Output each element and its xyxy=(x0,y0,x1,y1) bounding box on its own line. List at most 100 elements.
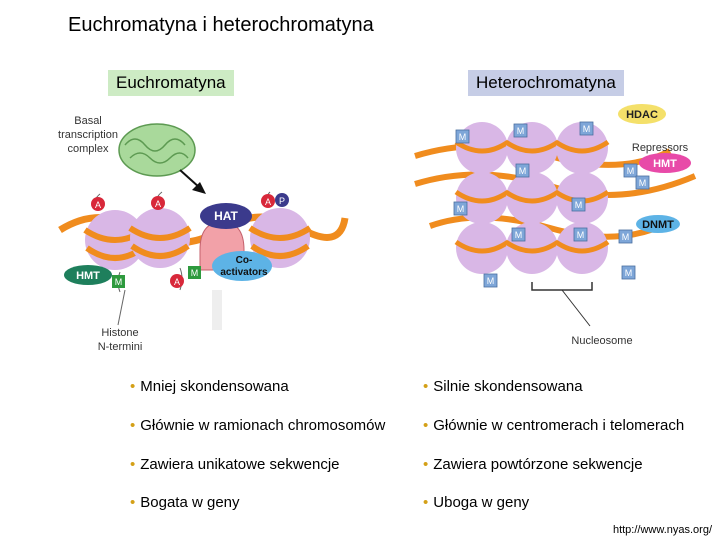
hat-label-bubble xyxy=(200,203,252,229)
svg-text:complex: complex xyxy=(68,143,109,155)
histone-label-1: Histone xyxy=(101,327,138,339)
svg-text:M: M xyxy=(627,166,635,176)
bullet-left-2: •Głównie w ramionach chromosomów xyxy=(130,417,385,434)
bullet-text: Zawiera powtórzone sekwencje xyxy=(433,456,643,473)
svg-text:A: A xyxy=(95,200,101,210)
bullet-text: Głównie w centromerach i telomerach xyxy=(433,417,685,434)
nucleosome xyxy=(554,122,610,174)
bullet-text: Mniej skondensowana xyxy=(140,378,289,395)
svg-text:M: M xyxy=(191,268,199,278)
bullet-right-2: •Głównie w centromerach i telomerach xyxy=(423,417,684,434)
nucleosome xyxy=(454,172,510,224)
source-url: http://www.nyas.org/ xyxy=(612,524,712,536)
bullet-text: Uboga w geny xyxy=(433,494,530,511)
svg-text:M: M xyxy=(115,277,123,287)
hmt-label: HMT xyxy=(653,158,677,170)
bullet-left-3: •Zawiera unikatowe sekwencje xyxy=(130,456,340,473)
svg-text:M: M xyxy=(577,230,585,240)
svg-text:M: M xyxy=(519,166,527,176)
acetyl-mark: A xyxy=(151,196,165,210)
svg-text:M: M xyxy=(583,124,591,134)
coactivators-label-1: Co- xyxy=(236,255,253,266)
methyl-mark: M xyxy=(188,266,201,279)
bullet-dot-icon: • xyxy=(423,456,429,473)
methyl-mark: M xyxy=(453,201,468,216)
svg-text:P: P xyxy=(279,196,285,206)
bullet-dot-icon: • xyxy=(130,417,136,434)
bullet-dot-icon: • xyxy=(423,494,429,511)
bullet-dot-icon: • xyxy=(130,378,136,395)
svg-text:A: A xyxy=(265,197,271,207)
hmt-label: HMT xyxy=(76,270,100,282)
nucleosome xyxy=(248,208,312,268)
bullet-dot-icon: • xyxy=(423,378,429,395)
svg-text:M: M xyxy=(622,232,630,242)
svg-text:M: M xyxy=(459,132,467,142)
methyl-mark: M xyxy=(621,265,636,280)
nucleosome xyxy=(504,172,560,224)
hat-label: HAT xyxy=(214,209,238,223)
page-title: Euchromatyna i heterochromatyna xyxy=(68,14,374,36)
bullet-right-4: •Uboga w geny xyxy=(423,494,529,511)
hdac-label: HDAC xyxy=(626,109,658,121)
methyl-mark: M xyxy=(635,175,650,190)
phospho-mark: P xyxy=(275,193,289,207)
bullet-text: Głównie w ramionach chromosomów xyxy=(140,417,386,434)
heterochromatin-label: Heterochromatyna xyxy=(468,70,624,96)
svg-text:M: M xyxy=(575,200,583,210)
svg-text:M: M xyxy=(515,230,523,240)
svg-text:M: M xyxy=(639,178,647,188)
methyl-mark: M xyxy=(511,227,526,242)
svg-text:M: M xyxy=(487,276,495,286)
hmt-enzyme xyxy=(639,153,691,173)
nucleosome xyxy=(454,222,510,274)
methyl-mark: M xyxy=(618,229,633,244)
svg-text:A: A xyxy=(174,277,180,287)
bullet-text: Zawiera unikatowe sekwencje xyxy=(140,456,340,473)
nucleosome-bracket xyxy=(531,282,593,291)
svg-text:M: M xyxy=(517,126,525,136)
methyl-mark: M xyxy=(483,273,498,288)
euchromatin-label: Euchromatyna xyxy=(108,70,234,96)
svg-text:M: M xyxy=(625,268,633,278)
histone-label-2: N-termini xyxy=(98,341,143,353)
methyl-mark: M xyxy=(455,129,470,144)
acetyl-mark: A xyxy=(170,274,184,288)
bullet-left-1: •Mniej skondensowana xyxy=(130,378,289,395)
nucleosome xyxy=(554,222,610,274)
acetyl-mark: A xyxy=(91,197,105,211)
euchromatin-diagram: Basal transcription complex HAT Co- acti… xyxy=(58,115,349,353)
bullet-dot-icon: • xyxy=(130,494,136,511)
repressors-label: Repressors xyxy=(632,142,689,154)
arrow-icon xyxy=(179,169,201,189)
methyl-mark: M xyxy=(515,163,530,178)
bullet-right-3: •Zawiera powtórzone sekwencje xyxy=(423,456,643,473)
svg-text:M: M xyxy=(457,204,465,214)
svg-text:transcription: transcription xyxy=(58,129,118,141)
dnmt-label: DNMT xyxy=(642,219,674,231)
methyl-mark: M xyxy=(112,275,125,288)
bullet-dot-icon: • xyxy=(423,417,429,434)
nucleosome xyxy=(128,208,192,268)
hmt-enzyme xyxy=(64,265,112,285)
bullet-right-1: •Silnie skondensowana xyxy=(423,378,583,395)
nucleosome-label: Nucleosome xyxy=(571,335,632,347)
methyl-mark: M xyxy=(573,227,588,242)
acetyl-mark: A xyxy=(261,194,275,208)
coactivators-bubble xyxy=(212,251,272,281)
bullet-left-4: •Bogata w geny xyxy=(130,494,240,511)
dnmt-enzyme xyxy=(636,215,680,233)
bullet-dot-icon: • xyxy=(130,456,136,473)
methyl-mark: M xyxy=(571,197,586,212)
hdac-enzyme xyxy=(618,104,666,124)
methyl-mark: M xyxy=(623,163,638,178)
basal-complex-label: Basal transcription complex xyxy=(58,115,118,155)
methyl-mark: M xyxy=(579,121,594,136)
bullet-text: Silnie skondensowana xyxy=(433,378,583,395)
svg-text:A: A xyxy=(155,199,161,209)
coactivators-label-2: activators xyxy=(220,267,268,278)
bullet-text: Bogata w geny xyxy=(140,494,240,511)
svg-text:Basal: Basal xyxy=(74,115,102,127)
methyl-mark: M xyxy=(513,123,528,138)
